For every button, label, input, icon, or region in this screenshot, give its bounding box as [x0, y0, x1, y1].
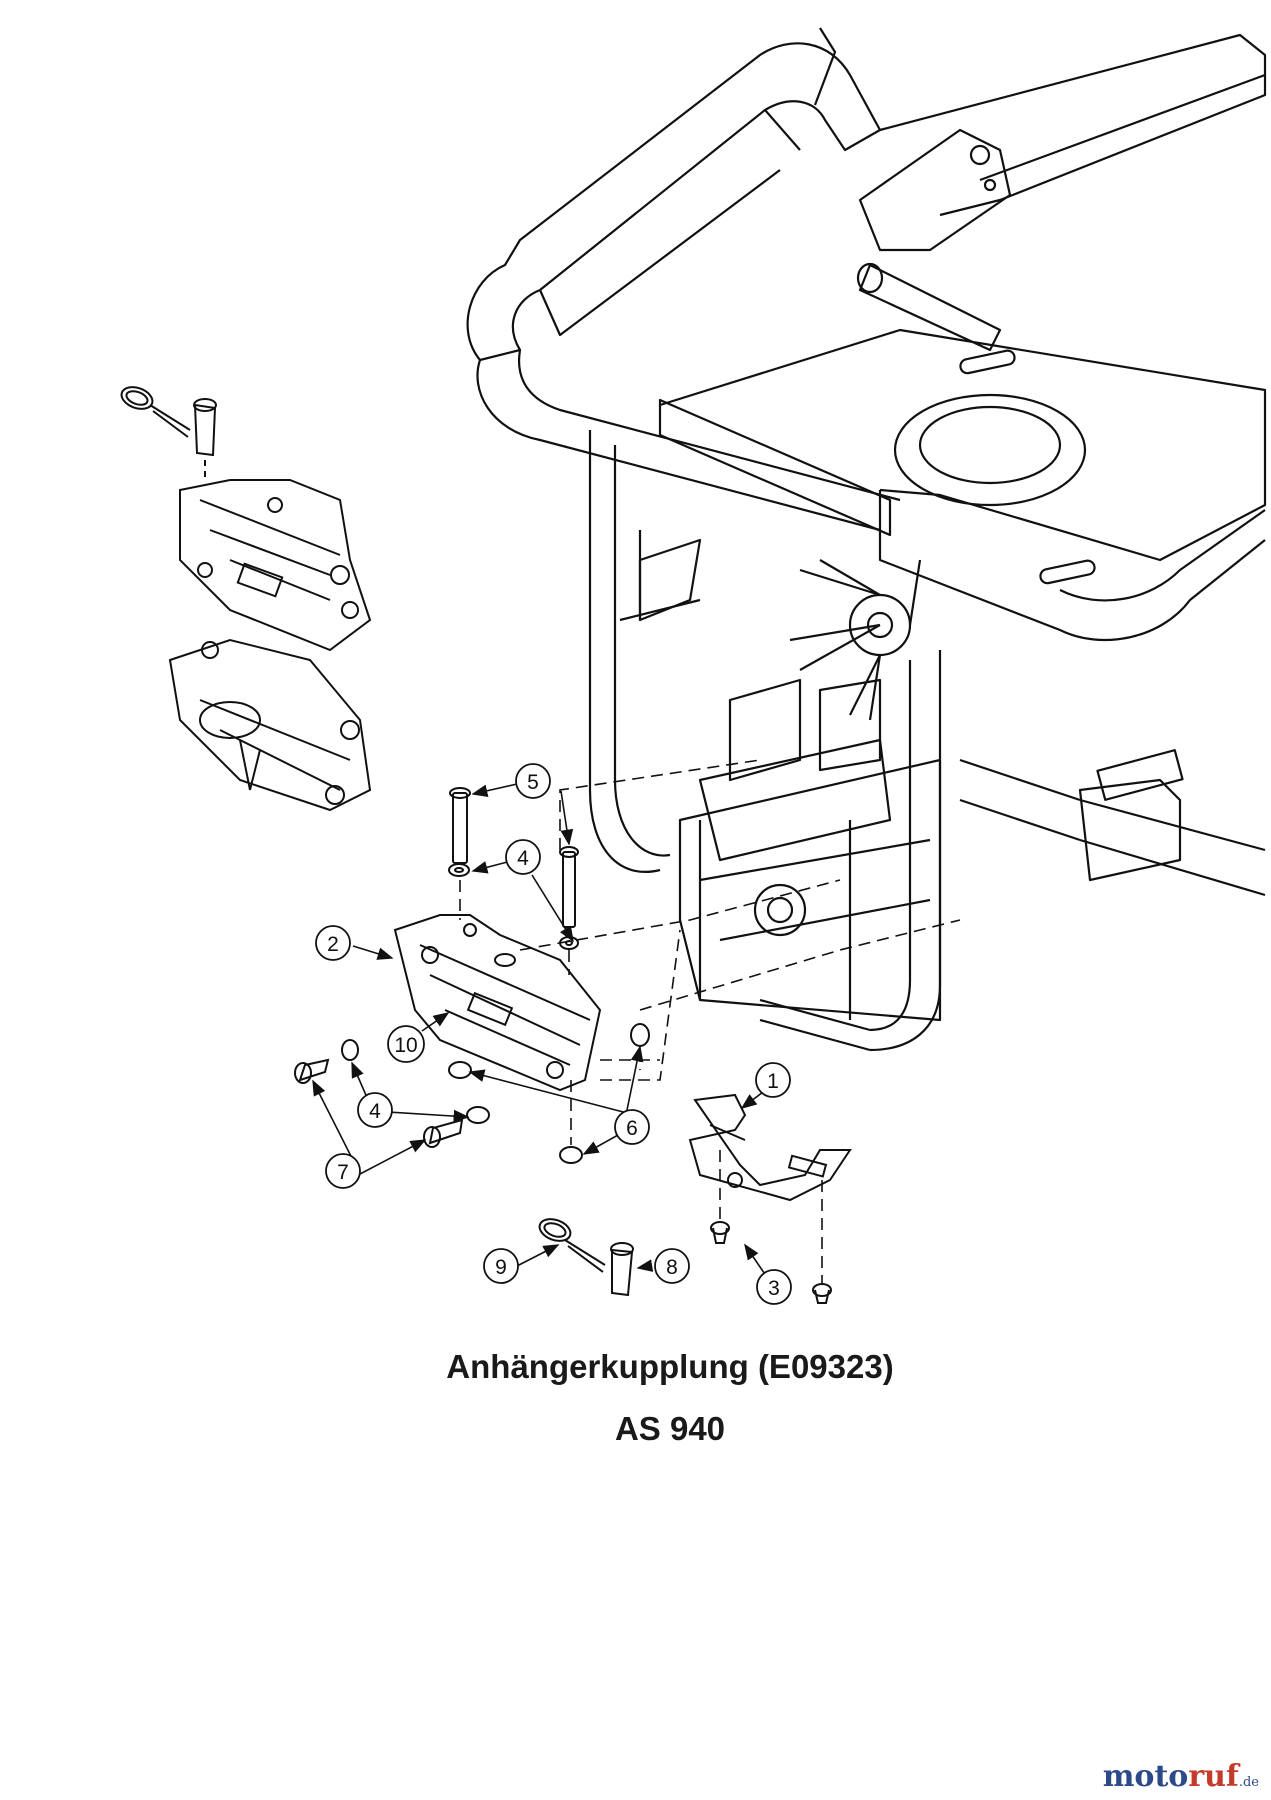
svg-text:9: 9	[495, 1256, 507, 1279]
svg-text:8: 8	[666, 1256, 678, 1279]
callout-1: 1	[755, 1062, 791, 1098]
svg-text:4: 4	[369, 1100, 381, 1123]
svg-text:1: 1	[767, 1070, 779, 1093]
callout-3: 3	[756, 1269, 792, 1305]
model-title: AS 940	[614, 1410, 726, 1447]
brand-logo-domain: .de	[1238, 1775, 1259, 1790]
callout-leaders	[312, 783, 772, 1284]
svg-text:4: 4	[517, 847, 529, 870]
callout-8: 8	[654, 1248, 690, 1284]
callout-7: 7	[325, 1153, 361, 1189]
callout-2: 2	[315, 925, 351, 961]
upper-pin-and-clip	[120, 386, 217, 480]
svg-text:2: 2	[327, 933, 339, 956]
callout-4-lower: 4	[357, 1092, 393, 1128]
svg-text:3: 3	[768, 1277, 780, 1300]
brand-logo-part-b: ruf	[1188, 1759, 1239, 1794]
callout-6: 6	[614, 1109, 650, 1145]
brand-logo-part-a: moto	[1102, 1759, 1189, 1794]
upper-hitch-bracket-top	[179, 479, 372, 652]
callout-10: 10	[387, 1025, 425, 1063]
exploded-parts	[294, 787, 852, 1304]
callouts: 1 2 3 4 4 5 6 7	[315, 763, 792, 1305]
brand-logo: motoruf.de	[1103, 1759, 1259, 1794]
callout-5: 5	[515, 763, 551, 799]
upper-hitch-bracket-bottom	[168, 638, 372, 812]
diagram-title: Anhängerkupplung (E09323)	[446, 1348, 894, 1385]
svg-text:7: 7	[337, 1161, 349, 1184]
cooling-fan	[789, 559, 922, 721]
svg-text:6: 6	[626, 1117, 638, 1140]
callout-9: 9	[483, 1248, 519, 1284]
svg-text:5: 5	[527, 771, 539, 794]
assembly-lines	[459, 759, 961, 1285]
mower-frame	[466, 27, 1267, 1052]
svg-text:10: 10	[394, 1034, 417, 1057]
callout-4-upper: 4	[505, 839, 541, 875]
